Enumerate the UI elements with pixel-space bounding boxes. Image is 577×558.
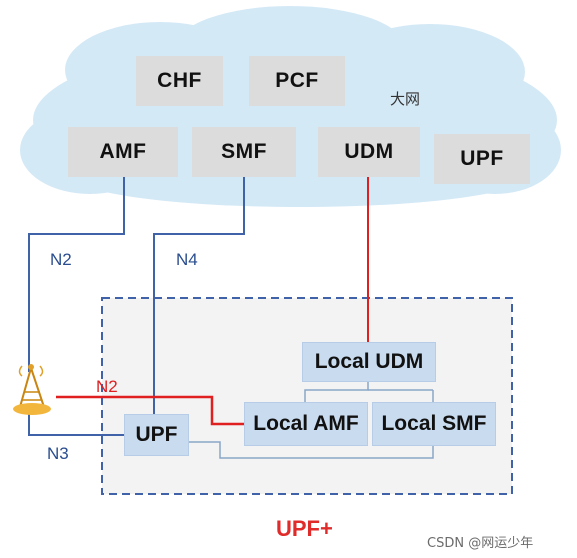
local-udm-node: Local UDM (302, 342, 436, 382)
udm-node: UDM (318, 127, 420, 177)
link-local-n2 (56, 395, 244, 426)
source-watermark: CSDN @网运少年 (427, 536, 534, 551)
base-station-icon (13, 364, 51, 415)
smf-node: SMF (192, 127, 296, 177)
link-smf-n4 (153, 177, 245, 414)
interface-n2-label: N2 (50, 250, 72, 269)
amf-node: AMF (68, 127, 178, 177)
local-smf-node: Local SMF (372, 402, 496, 446)
local-amf-node: Local AMF (244, 402, 368, 446)
chf-node: CHF (136, 56, 223, 106)
upf-plus-title: UPF+ (276, 516, 333, 541)
link-local-udm-bus (304, 380, 369, 402)
link-n3 (28, 412, 124, 436)
upf-core-node: UPF (434, 134, 530, 184)
interface-n4-label: N4 (176, 250, 198, 269)
upf-edge-node: UPF (124, 414, 189, 456)
link-amf-n2 (28, 177, 125, 372)
pcf-node: PCF (249, 56, 345, 106)
link-upf-local-smf (187, 441, 434, 459)
core-network-label: 大网 (390, 90, 421, 108)
interface-n2-local-label: N2 (96, 377, 118, 396)
interface-n3-label: N3 (47, 444, 69, 463)
